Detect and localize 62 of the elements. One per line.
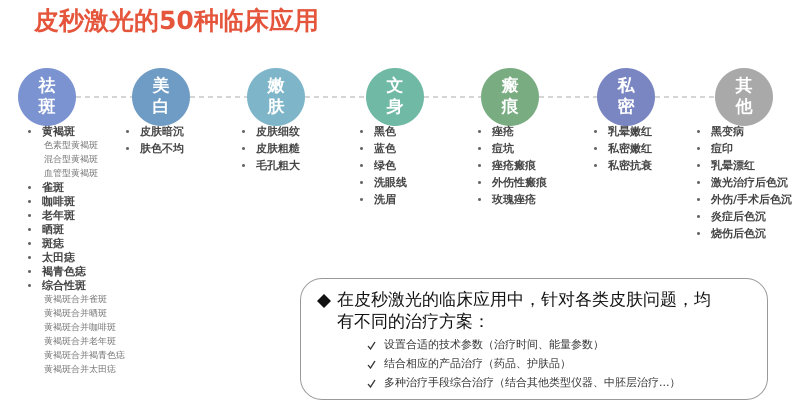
list-item: 太田痣: [26, 250, 75, 265]
list-item: 毛孔粗大: [240, 158, 300, 173]
list-item: 烧伤后色沉: [695, 226, 766, 241]
list-item: 褐青色痣: [26, 264, 86, 279]
category-label: 祛斑: [38, 76, 56, 118]
dashed-connector: [539, 96, 597, 98]
sub-item: 黄褐斑合并褐青色痣: [44, 350, 125, 362]
list-item: 激光治疗后色沉: [695, 175, 788, 190]
dashed-connector: [424, 96, 481, 98]
list-item: 洗眼线: [358, 175, 407, 190]
list-item: 皮肤暗沉: [124, 124, 184, 139]
sub-item: 黄褐斑合并雀斑: [44, 294, 107, 306]
list-item: 外伤性瘢痕: [476, 175, 547, 190]
note-box: [300, 278, 768, 400]
sub-item: 血管型黄褐斑: [44, 168, 98, 180]
sub-item: 黄褐斑合并太田痣: [44, 364, 116, 376]
note-item: 多种治疗手段综合治疗（结合其他类型仪器、中胚层治疗...）: [384, 375, 680, 390]
list-item: 乳晕漂红: [695, 158, 755, 173]
list-item: 黄褐斑: [26, 124, 75, 139]
category-label: 私密: [616, 76, 636, 118]
list-item: 炎症后色沉: [695, 209, 766, 224]
list-item: 乳晕嫩红: [592, 124, 652, 139]
list-item: 综合性斑: [26, 278, 86, 293]
sub-item: 色素型黄褐斑: [44, 140, 98, 152]
note-text: 在皮秒激光的临床应用中，针对各类皮肤问题，均有不同的治疗方案：: [337, 289, 712, 334]
list-item: 皮肤粗糙: [240, 141, 300, 156]
list-item: 蓝色: [358, 141, 396, 156]
category-label: 美白: [152, 76, 170, 118]
note-item: 结合相应的产品治疗（药品、护肤品）: [384, 356, 571, 371]
list-item: 痤疮瘢痕: [476, 158, 536, 173]
list-item: 晒斑: [26, 222, 64, 237]
list-item: 私密抗衰: [592, 158, 652, 173]
list-item: 咖啡斑: [26, 194, 75, 209]
category-label: 瘢痕: [500, 76, 520, 118]
dashed-connector: [655, 96, 715, 98]
title: 皮秒激光的50种临床应用: [34, 5, 319, 37]
list-item: 斑痣: [26, 236, 64, 251]
list-item: 绿色: [358, 158, 396, 173]
list-item: 黑色: [358, 124, 396, 139]
sub-item: 混合型黄褐斑: [44, 154, 98, 166]
category-label: 其他: [734, 76, 754, 118]
list-item: 肤色不均: [124, 141, 184, 156]
list-item: 痘坑: [476, 141, 514, 156]
list-item: 黑变病: [695, 124, 744, 139]
list-item: 玫瑰痤疮: [476, 192, 536, 207]
sub-item: 黄褐斑合并晒斑: [44, 308, 107, 320]
dashed-connector: [305, 96, 366, 98]
category-label: 文身: [386, 76, 404, 118]
sub-item: 黄褐斑合并咖啡斑: [44, 322, 116, 334]
list-item: 雀斑: [26, 180, 64, 195]
list-item: 痘印: [695, 141, 733, 156]
list-item: 皮肤细纹: [240, 124, 300, 139]
list-item: 私密嫩红: [592, 141, 652, 156]
list-item: 痤疮: [476, 124, 514, 139]
dashed-connector: [190, 96, 247, 98]
note-item: 设置合适的技术参数（治疗时间、能量参数）: [384, 337, 604, 352]
category-label: 嫩肤: [266, 76, 286, 118]
sub-item: 黄褐斑合并老年斑: [44, 336, 116, 348]
list-item: 老年斑: [26, 208, 75, 223]
dashed-connector: [76, 96, 132, 98]
list-item: 外伤/手术后色沉: [695, 192, 792, 207]
list-item: 洗眉: [358, 192, 396, 207]
